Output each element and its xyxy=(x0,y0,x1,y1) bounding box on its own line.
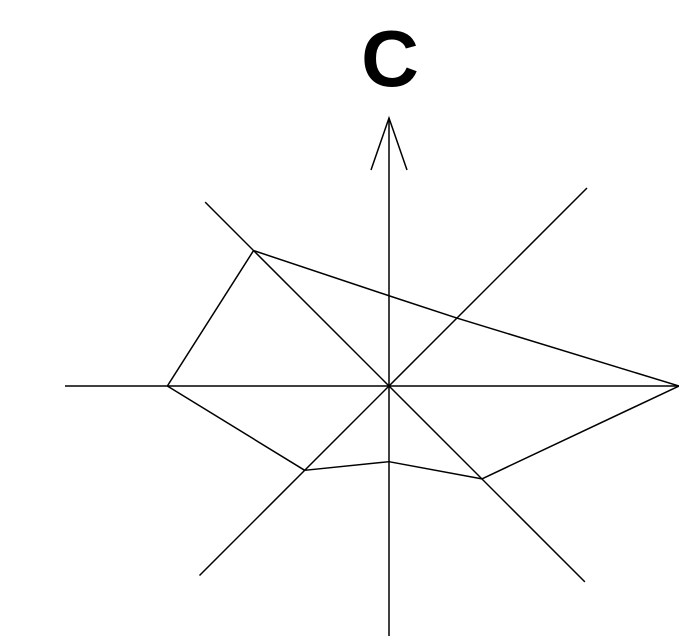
axes-group xyxy=(65,115,679,636)
arrow-head-up xyxy=(370,115,408,171)
axis-line-down-right xyxy=(388,385,586,583)
outline-segment-right xyxy=(481,385,679,480)
outline-segment-up-right xyxy=(456,317,679,387)
axis-line-down-left xyxy=(198,385,390,577)
outline-polygon xyxy=(166,249,679,480)
outline-segment-down xyxy=(304,460,390,472)
outline-segment-down-left xyxy=(166,385,306,471)
axis-line-up-right xyxy=(388,187,588,387)
outline-segment-left xyxy=(166,250,255,387)
outline-segment-up-left xyxy=(253,249,390,297)
outline-segment-down-right xyxy=(388,460,483,480)
outline-segment-up xyxy=(388,295,458,319)
top-axis-label: C xyxy=(361,14,419,103)
axis-line-up-left xyxy=(204,201,390,387)
